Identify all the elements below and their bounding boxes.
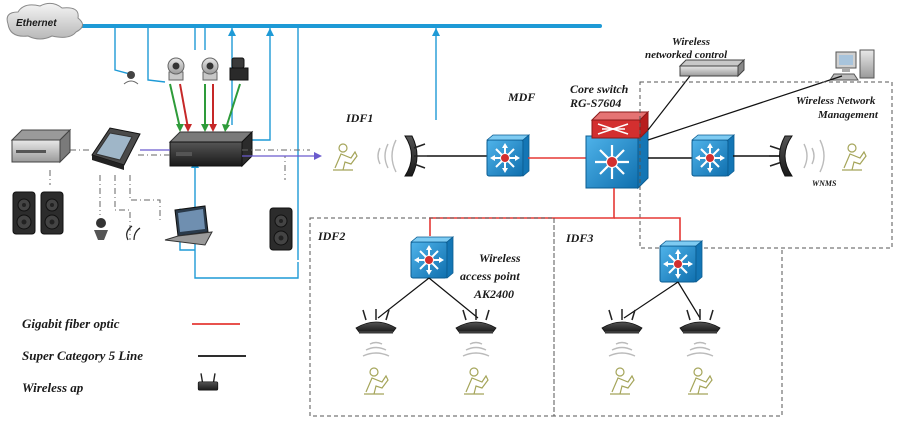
right-switch [691,134,735,177]
wireless-control-label-1: Wireless [672,36,710,48]
idf1-label: IDF1 [345,111,373,125]
legend: Gigabit fiber optic Super Category 5 Lin… [22,316,246,395]
idf3-user-1 [609,367,635,395]
core-switch [585,110,650,190]
link-core-control [647,75,691,131]
ptz-camera-3 [229,57,249,81]
wnm-label-1: Wireless Network [796,95,876,107]
idf2-ap-2 [455,308,497,335]
ap-label-2: access point [460,269,520,283]
ethernet-cloud: Ethernet [6,2,83,40]
speaker-left-2 [40,191,64,235]
video-arrows [169,83,241,132]
idf3-label: IDF3 [565,231,593,245]
microphone [94,218,108,240]
idf1-switch [486,134,530,177]
right-waves [803,139,825,173]
wireless-control-label-2: networked control [645,49,728,61]
audio-mixer [10,128,72,164]
ap-label-3: AK2400 [473,287,514,301]
wireless-control-unit [678,58,746,78]
management-pc [829,49,875,81]
idf3-waves-1 [608,341,636,357]
ethernet-label: Ethernet [16,18,57,29]
idf1-antenna [404,135,427,177]
idf3-waves-2 [686,341,714,357]
core-switch-label-2: RG-S7604 [569,96,621,110]
idf1-waves [377,139,397,173]
idf3-switch [659,240,703,283]
idf3-ap-2 [679,308,721,335]
laptop [164,205,213,246]
right-user [841,143,867,171]
speaker-left-1 [12,191,36,235]
idf3-boundary [553,218,783,417]
wnm-label-2: Management [817,109,879,121]
idf2-waves-2 [462,341,490,357]
legend-label-fiber: Gigabit fiber optic [22,316,120,331]
control-console [91,127,141,170]
idf2-user-2 [463,367,489,395]
idf2-ap-links [377,277,479,319]
idf3-ap-1 [601,308,643,335]
idf2-ap-1 [355,308,397,335]
idf2-switch [410,236,454,279]
core-switch-label-1: Core switch [570,82,629,96]
idf3-user-2 [687,367,713,395]
idf2-waves-1 [362,341,390,357]
idf2-user-1 [363,367,389,395]
legend-ap-icon [197,373,219,391]
legend-label-cat5: Super Category 5 Line [22,348,143,363]
mdf-boundary [639,81,893,249]
mdf-label: MDF [507,90,535,104]
legend-label-ap: Wireless ap [22,380,84,395]
cables-bundle [126,225,141,241]
idf2-label: IDF2 [317,229,345,243]
right-antenna [769,135,793,177]
idf3-ap-links [623,281,701,319]
ptz-camera-1 [167,57,185,81]
idf1-user [332,143,358,171]
ap-label-1: Wireless [479,251,521,265]
fiber-core-idf [429,188,681,244]
recording-server [168,130,254,168]
wnms-label: WNMS [812,179,837,188]
small-webcam [123,71,139,85]
speaker-right [269,207,293,251]
ptz-camera-2 [201,57,219,81]
purple-links [140,149,322,160]
link-core-pc [647,75,843,141]
